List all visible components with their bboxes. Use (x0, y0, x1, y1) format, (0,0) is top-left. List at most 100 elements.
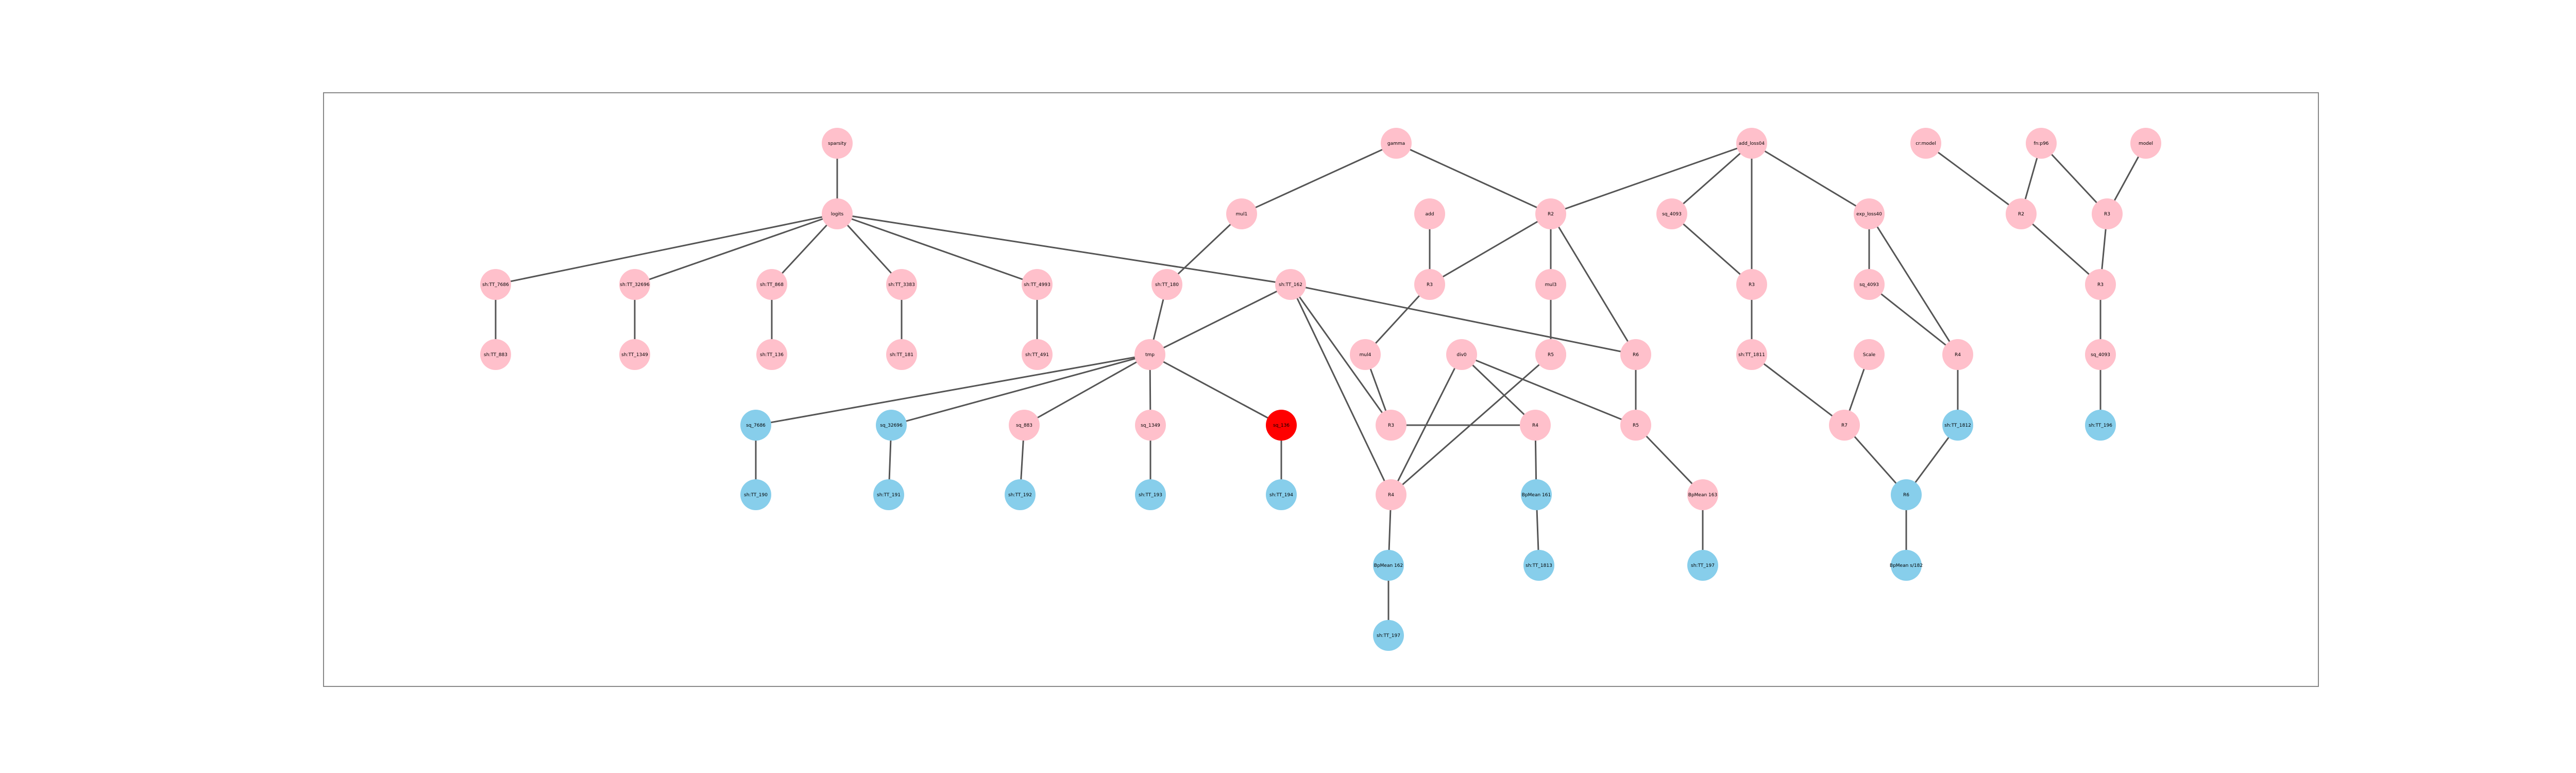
node-label: sh:TT_32696 (620, 282, 650, 288)
graph-node[interactable]: sh:TT_491 (1022, 339, 1053, 370)
node-label: Scale (1863, 352, 1876, 358)
node-circle (1687, 550, 1718, 581)
graph-node[interactable]: sh:TT_190 (740, 479, 771, 510)
graph-node[interactable]: R3 (1736, 269, 1767, 300)
node-circle (1535, 339, 1566, 370)
graph-node[interactable]: div0 (1446, 339, 1477, 370)
edge-n38-n42 (1635, 424, 1704, 496)
node-circle (1135, 479, 1166, 510)
edge-n46-n28 (1550, 142, 1752, 215)
node-circle (2085, 269, 2116, 300)
graph-node[interactable]: sq_4093 (1854, 269, 1885, 300)
graph-node[interactable]: add_loss04 (1736, 128, 1767, 159)
graph-node[interactable]: sh:TT_1813 (1523, 550, 1554, 581)
graph-node[interactable]: sq_4093 (2085, 339, 2116, 370)
graph-node[interactable]: BpMean 163 (1687, 479, 1718, 510)
graph-node[interactable]: R6 (1891, 479, 1922, 510)
node-circle (1942, 410, 1973, 441)
node-circle (1521, 479, 1552, 510)
graph-node[interactable]: sh:TT_192 (1005, 479, 1036, 510)
graph-node[interactable]: R4 (1942, 339, 1973, 370)
node-circle (1266, 410, 1297, 441)
graph-node[interactable]: sh:TT_136 (756, 339, 787, 370)
node-label: R3 (2104, 212, 2110, 217)
graph-node[interactable]: R6 (1620, 339, 1651, 370)
graph-node[interactable]: sh:TT_180 (1151, 269, 1182, 300)
node-circle (1620, 410, 1651, 441)
graph-node[interactable]: sh:TT_193 (1135, 479, 1166, 510)
graph-node[interactable]: sh:TT_883 (480, 339, 511, 370)
graph-node[interactable]: sh:TT_1811 (1736, 339, 1767, 370)
graph-node[interactable]: exp_loss40 (1854, 198, 1885, 229)
graph-node[interactable]: R4 (1520, 410, 1551, 441)
graph-node[interactable]: sh:TT_191 (873, 479, 904, 510)
graph-node[interactable]: R2 (1535, 198, 1566, 229)
graph-node[interactable]: sh:TT_194 (1266, 479, 1297, 510)
graph-node[interactable]: sh:TT_4993 (1022, 269, 1053, 300)
graph-node[interactable]: R3 (2085, 269, 2116, 300)
graph-node[interactable]: R4 (1376, 479, 1406, 510)
graph-node[interactable]: sh:TT_197 (1687, 550, 1718, 581)
node-circle (619, 339, 650, 370)
node-circle (1891, 479, 1922, 510)
graph-node[interactable]: sh:TT_181 (886, 339, 917, 370)
node-label: sh:TT_196 (2089, 423, 2112, 428)
node-label: sq_4093 (2091, 352, 2110, 358)
edge-n54-n56 (1843, 425, 1907, 495)
graph-node[interactable]: sq_1349 (1135, 410, 1166, 441)
node-label: fn:p96 (2033, 141, 2048, 146)
graph-node[interactable]: R3 (1376, 410, 1406, 441)
edge-n28-n39 (1550, 213, 1637, 355)
node-label: gamma (1387, 141, 1405, 146)
graph-node[interactable]: sh:TT_1812 (1942, 410, 1973, 441)
graph-node[interactable]: mul4 (1350, 339, 1381, 370)
node-label: R2 (2018, 212, 2024, 217)
graph-node[interactable]: sh:TT_32696 (619, 269, 650, 300)
graph-node[interactable]: mul3 (1535, 269, 1566, 300)
graph-node[interactable]: add (1414, 198, 1445, 229)
graph-node[interactable]: sh:TT_197 (1373, 620, 1404, 651)
graph-node[interactable]: sq_32696 (876, 410, 907, 441)
node-circle (2085, 339, 2116, 370)
graph-node[interactable]: mul1 (1226, 198, 1257, 229)
graph-node[interactable]: sh:TT_868 (756, 269, 787, 300)
node-label: sh:TT_3383 (888, 282, 915, 288)
graph-node[interactable]: cr:model (1910, 128, 1941, 159)
graph-node[interactable]: sh:TT_1349 (619, 339, 650, 370)
node-label: sh:TT_181 (890, 352, 913, 358)
graph-node[interactable]: sq_136 (1266, 410, 1297, 441)
graph-node[interactable]: sh:TT_7686 (480, 269, 511, 300)
node-label: BpMean s/182 (1890, 563, 1923, 568)
graph-node[interactable]: Scale (1854, 339, 1885, 370)
graph-node[interactable]: BpMean s/182 (1890, 550, 1923, 581)
edge-n47-n48 (1671, 213, 1752, 285)
graph-node[interactable]: gamma (1381, 128, 1412, 159)
node-circle (2085, 410, 2116, 441)
graph-node[interactable]: sh:TT_3383 (886, 269, 917, 300)
graph-node[interactable]: sq_883 (1009, 410, 1040, 441)
node-label: R7 (1841, 423, 1848, 428)
edge-n46-n47 (1671, 142, 1752, 215)
graph-node[interactable]: R5 (1535, 339, 1566, 370)
graph-node[interactable]: tmp (1134, 339, 1165, 370)
node-label: sparsity (828, 141, 846, 146)
node-label: tmp (1145, 352, 1155, 358)
graph-node[interactable]: R7 (1829, 410, 1860, 441)
graph-node[interactable]: sparsity (822, 128, 853, 159)
edge-n1-n8 (837, 213, 1291, 285)
graph-node[interactable]: R3 (1414, 269, 1445, 300)
graph-node[interactable]: sh:TT_196 (2085, 410, 2116, 441)
graph-node[interactable]: fn:p96 (2026, 128, 2057, 159)
node-circle (740, 479, 771, 510)
graph-node[interactable]: R5 (1620, 410, 1651, 441)
graph-node[interactable]: R3 (2092, 198, 2123, 229)
graph-node[interactable]: sq_4093 (1656, 198, 1687, 229)
graph-node[interactable]: BpMean 161 (1521, 479, 1552, 510)
graph-node[interactable]: R2 (2006, 198, 2037, 229)
graph-node[interactable]: logits (822, 198, 853, 229)
graph-node[interactable]: sq_7686 (740, 410, 771, 441)
graph-node[interactable]: model (2130, 128, 2161, 159)
graph-node[interactable]: BpMean 162 (1373, 550, 1404, 581)
node-label: sh:TT_883 (484, 352, 507, 358)
graph-node[interactable]: sh:TT_162 (1275, 269, 1306, 300)
